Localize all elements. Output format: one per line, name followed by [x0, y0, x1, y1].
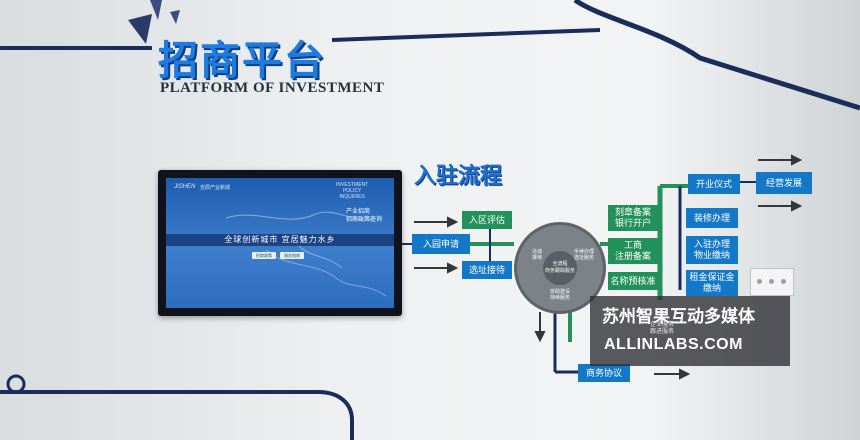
display-screen: JISHEN 吉辰产业新城 INVESTMENT POLICY INQUIRIE…: [166, 178, 394, 308]
box-deposit: 租金保证金 缴纳: [686, 270, 738, 296]
page-subtitle: PLATFORM OF INVESTMENT: [160, 80, 385, 96]
flow-title: 入驻流程: [414, 164, 503, 189]
watermark-sub: 企业服务 跟进服务: [650, 322, 675, 335]
circle-seg-followup: 协助建设 持续服务: [549, 289, 570, 301]
circle-seg-reception: 洽谈 接待: [531, 249, 542, 261]
screen-en-title: INVESTMENT POLICY INQUIRIES: [336, 182, 369, 200]
box-operation: 经营发展: [756, 172, 812, 194]
page-title: 招商平台: [158, 38, 326, 84]
box-business: 工商 注册备案: [608, 238, 658, 264]
screen-brand: 吉辰产业新城: [200, 185, 231, 191]
box-decoration: 装修办理: [686, 208, 738, 228]
box-name-check: 名称预核准: [608, 272, 658, 290]
box-agreement: 商务协议: [578, 364, 630, 382]
screen-button-policy: 招商政策: [252, 252, 276, 259]
box-evaluate: 入区评估: [462, 211, 512, 229]
circle-center: 全流程 商务跟踪服务: [543, 251, 577, 285]
screen-button-guide: 服务指南: [280, 252, 304, 259]
watermark-cn: 苏州智果互动多媒体: [602, 307, 755, 327]
circle-seg-procedure: 手续办理 选址服务: [573, 249, 594, 261]
screen-banner: 全球创新城市 宜居魅力水乡: [166, 234, 394, 246]
box-apply: 入园申请: [412, 234, 470, 254]
wall-switch-panel: [750, 268, 794, 296]
watermark-overlay: [590, 296, 790, 366]
switch-dot: [769, 279, 774, 284]
screen-logo: JISHEN: [174, 184, 196, 190]
box-opening: 开业仪式: [688, 174, 740, 194]
box-settle: 入驻办理 物业缴纳: [686, 236, 738, 264]
box-seal: 刻章备案 银行开户: [608, 205, 658, 231]
watermark-en: ALLINLABS.COM: [604, 336, 743, 353]
switch-dot: [757, 279, 762, 284]
switch-dot: [781, 279, 786, 284]
box-site: 选址接待: [462, 261, 512, 279]
